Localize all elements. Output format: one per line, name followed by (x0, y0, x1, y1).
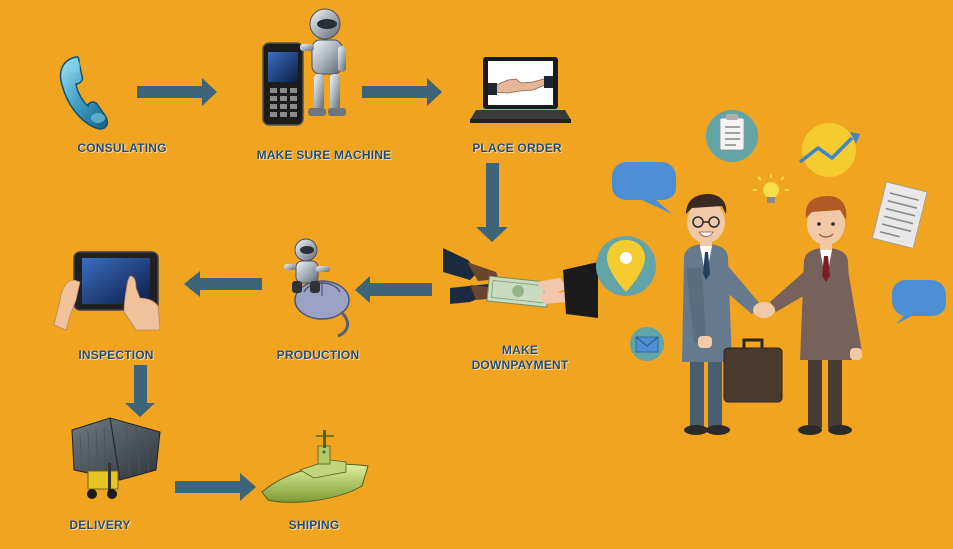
step-label-downpayment-line2: DOWNPAYMENT (471, 358, 569, 372)
arrow-consulting-to-machine (137, 78, 217, 106)
clipboard-icon (706, 110, 758, 162)
arrow-machine-to-order (362, 78, 442, 106)
laptop-handshake-icon (470, 57, 571, 123)
step-label-downpayment-line1: MAKE (501, 343, 539, 357)
mail-icon (630, 327, 664, 361)
tablet-touch-icon (53, 251, 161, 331)
arrow-payment-to-production (355, 276, 432, 303)
businessmen-handshake-illustration (596, 110, 946, 435)
step-label-inspection: INSPECTION (78, 348, 154, 362)
location-pin-icon (596, 236, 656, 296)
robot-on-mouse-icon (284, 238, 350, 338)
step-label-production: PRODUCTION (276, 348, 360, 362)
step-label-make-sure-machine: MAKE SURE MACHINE (256, 148, 392, 162)
step-label-consulting: CONSULATING (77, 141, 167, 155)
businessman-right (753, 196, 862, 435)
trend-chart-icon (798, 123, 860, 177)
arrow-order-to-payment (476, 163, 508, 242)
robot-with-mobile-phone-icon (262, 8, 346, 126)
shipping-container-forklift-icon (71, 417, 161, 499)
step-label-downpayment: MAKE DOWNPAYMENT (460, 343, 580, 373)
cash-handover-icon (443, 248, 598, 318)
speech-bubble-left-icon (612, 162, 676, 214)
step-label-shipping: SHIPING (288, 518, 340, 532)
document-icon (871, 181, 928, 249)
step-label-delivery: DELIVERY (69, 518, 131, 532)
arrow-delivery-to-shipping (175, 473, 256, 501)
telephone-handset-icon (59, 56, 108, 130)
arrow-inspection-to-delivery (125, 365, 155, 417)
arrow-production-to-inspection (184, 271, 262, 297)
speech-bubble-right-icon (892, 280, 946, 324)
lightbulb-icon (753, 174, 789, 203)
businessman-left (682, 194, 783, 435)
cargo-ship-icon (261, 430, 369, 503)
step-label-place-order: PLACE ORDER (472, 141, 562, 155)
